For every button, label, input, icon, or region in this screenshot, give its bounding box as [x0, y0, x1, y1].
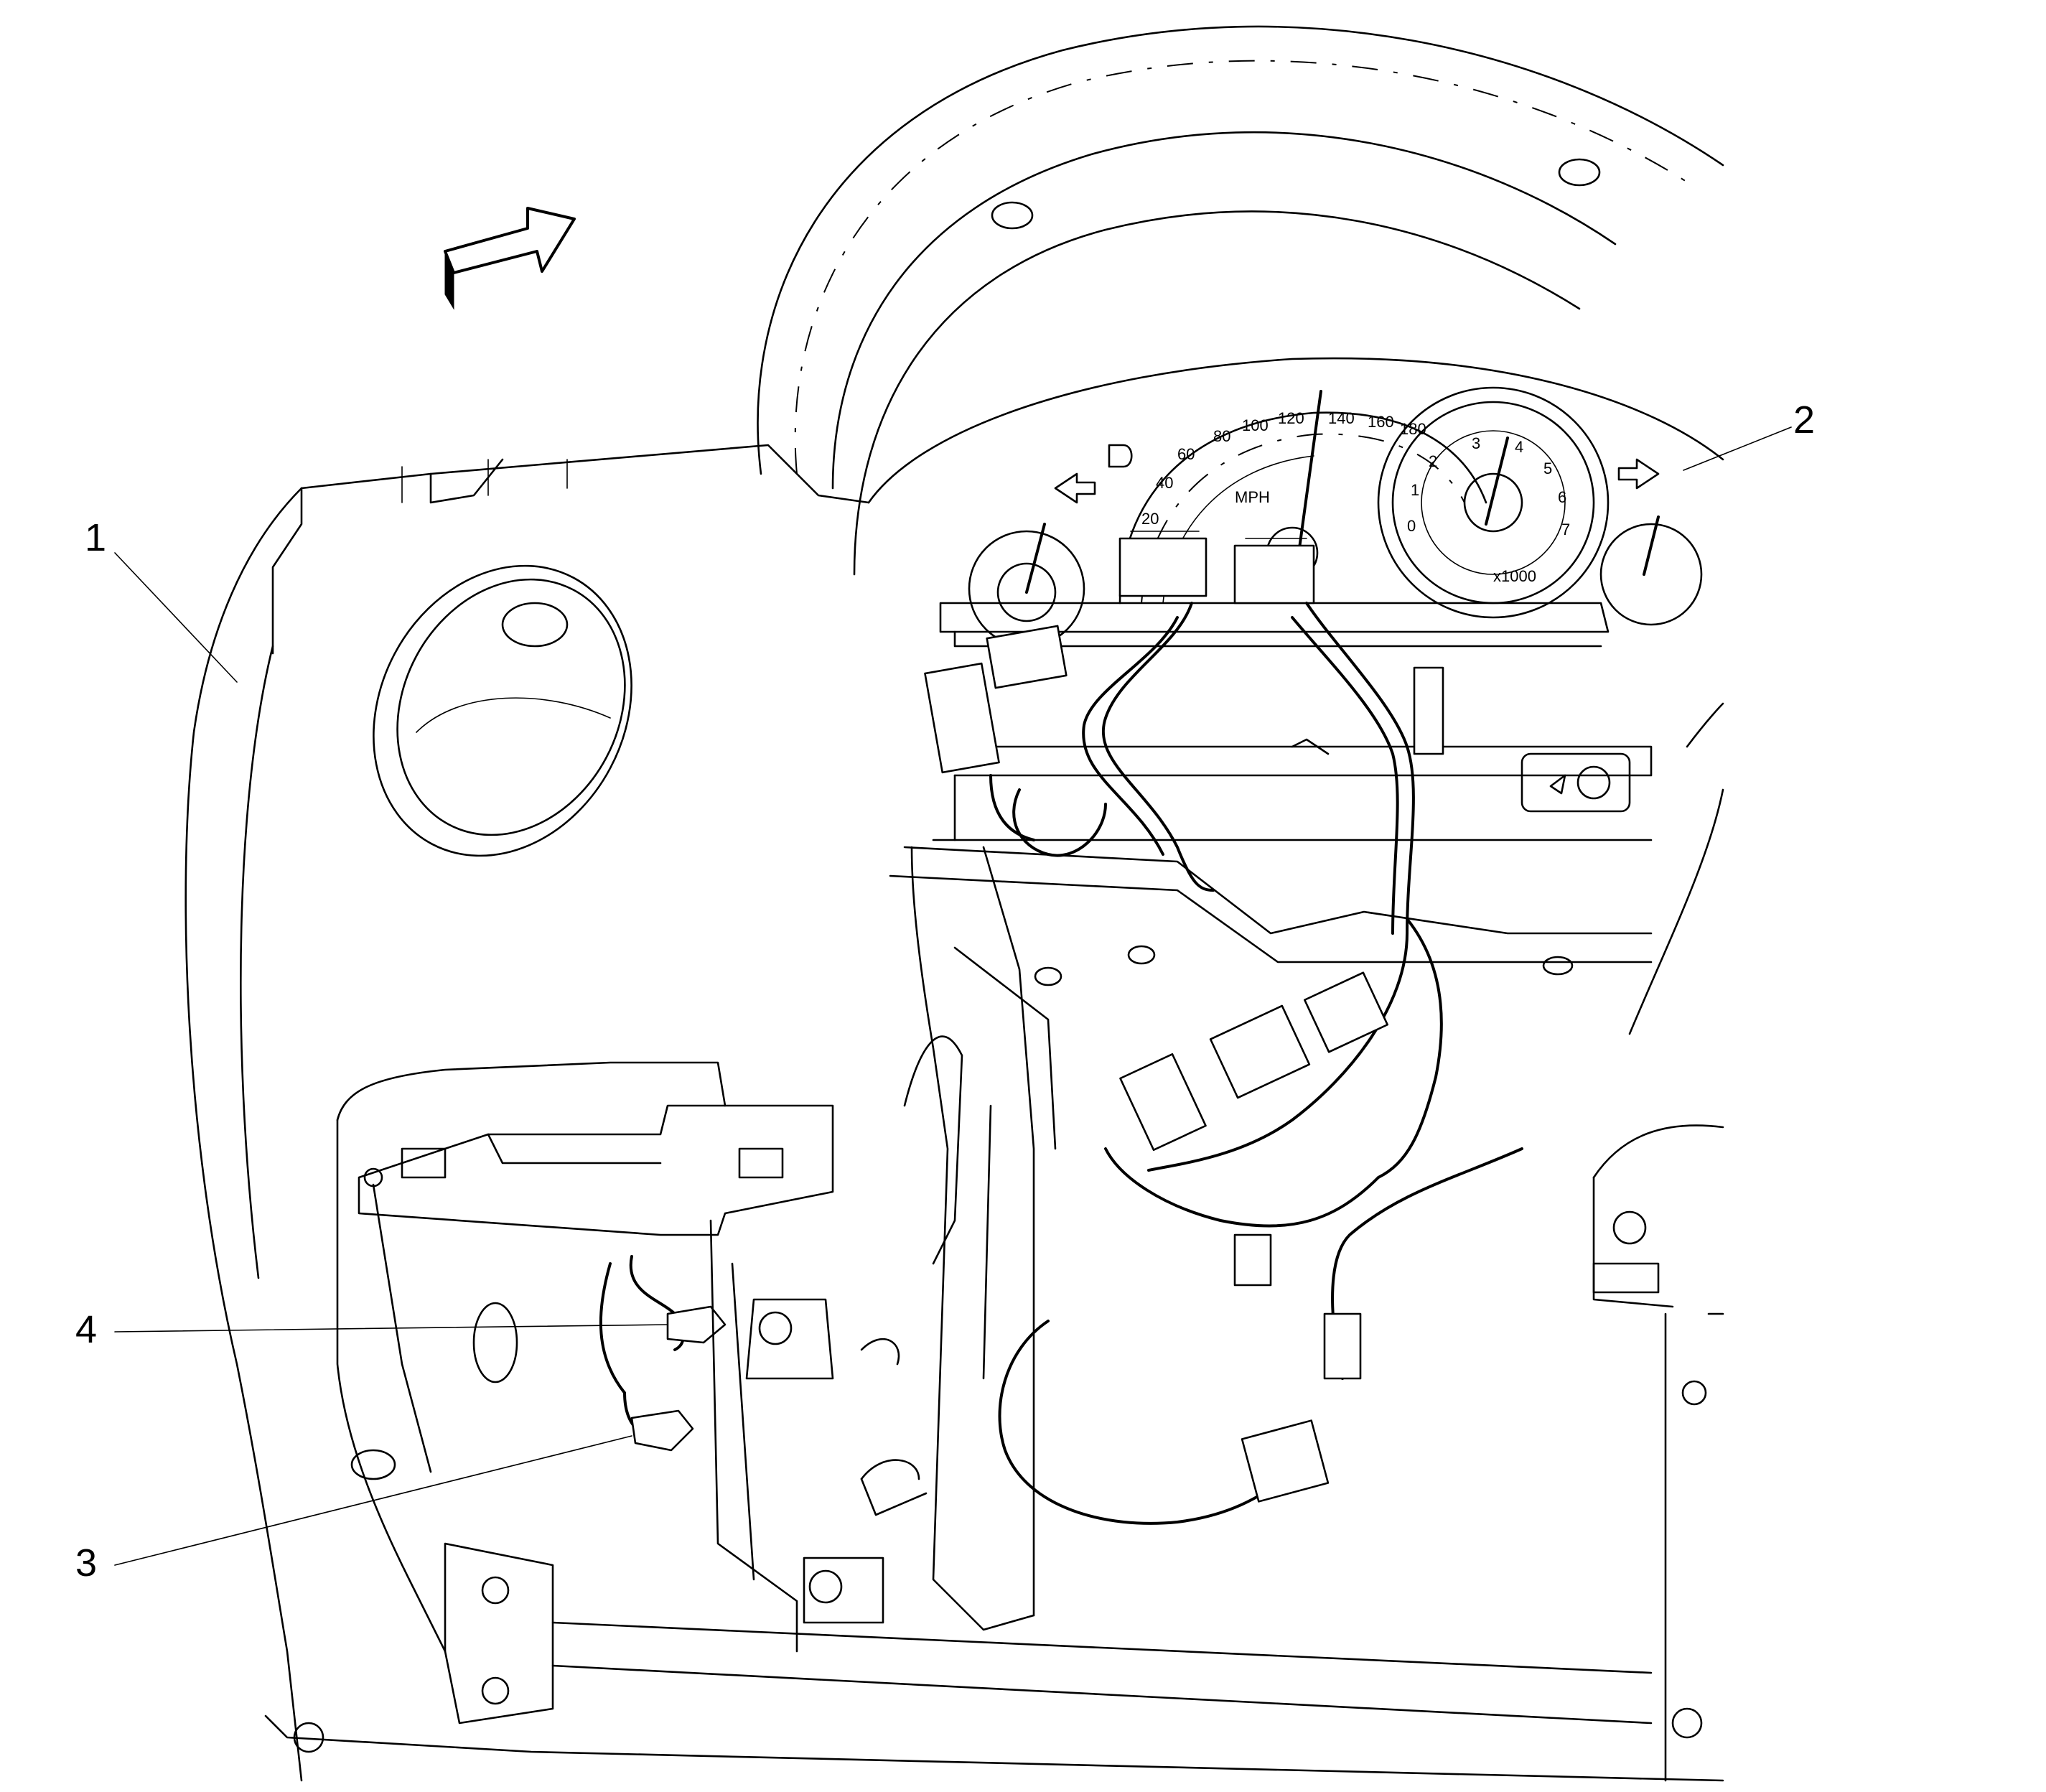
speed-tick-label: 60 — [1177, 445, 1195, 463]
callout-2: 2 — [1793, 398, 1816, 442]
speed-unit-label: MPH — [1235, 488, 1270, 506]
tach-tick-label: 4 — [1515, 438, 1523, 456]
lower-bracket-with-switches — [350, 1104, 884, 1653]
speed-tick-label: 120 — [1278, 409, 1304, 427]
instrument-panel-housing — [184, 444, 1724, 1782]
wiring-harness — [924, 602, 1523, 1525]
tach-tick-label: 5 — [1543, 459, 1552, 477]
tach-tick-label: 0 — [1407, 517, 1416, 535]
leader-line-2 — [1683, 426, 1792, 471]
callout-3: 3 — [75, 1541, 98, 1585]
tach-tick-label: 7 — [1561, 521, 1570, 538]
leader-line-3 — [114, 1435, 632, 1566]
tachometer-gauge: 0 1 2 3 4 5 6 7 x1000 — [1377, 386, 1610, 619]
right-turn-signal-icon — [1617, 458, 1660, 490]
tach-tick-label: 1 — [1411, 481, 1419, 499]
speed-tick-label: 40 — [1156, 474, 1173, 492]
speed-tick-label: 140 — [1328, 409, 1355, 427]
switch-4 — [666, 1305, 727, 1344]
speed-tick-label: 80 — [1213, 427, 1230, 445]
speed-tick-label: 20 — [1141, 510, 1159, 528]
callout-leader-lines — [114, 426, 1792, 1566]
tach-tick-label: 6 — [1558, 488, 1566, 506]
left-turn-signal-icon — [1054, 472, 1096, 504]
center-mounting-bracket — [860, 846, 1653, 1631]
leader-line-4 — [114, 1324, 668, 1333]
speed-tick-label: 100 — [1242, 416, 1269, 434]
tach-tick-label: 3 — [1472, 434, 1480, 452]
speed-tick-label: 160 — [1368, 413, 1394, 431]
callout-4: 4 — [75, 1308, 98, 1351]
tach-unit-label: x1000 — [1493, 567, 1536, 585]
direction-arrow-icon — [444, 207, 576, 310]
callout-1: 1 — [85, 516, 107, 559]
tach-tick-label: 2 — [1429, 452, 1437, 470]
switch-3 — [630, 1409, 694, 1452]
upper-column-shroud — [757, 25, 1724, 576]
headlamp-icon — [1108, 444, 1133, 468]
cross-car-beam — [932, 738, 1653, 841]
leader-line-1 — [114, 552, 238, 683]
right-side-structure — [1592, 702, 1724, 1782]
instrument-cluster: 20 40 60 80 100 120 140 160 180 MPH 0 1 … — [867, 357, 1724, 648]
